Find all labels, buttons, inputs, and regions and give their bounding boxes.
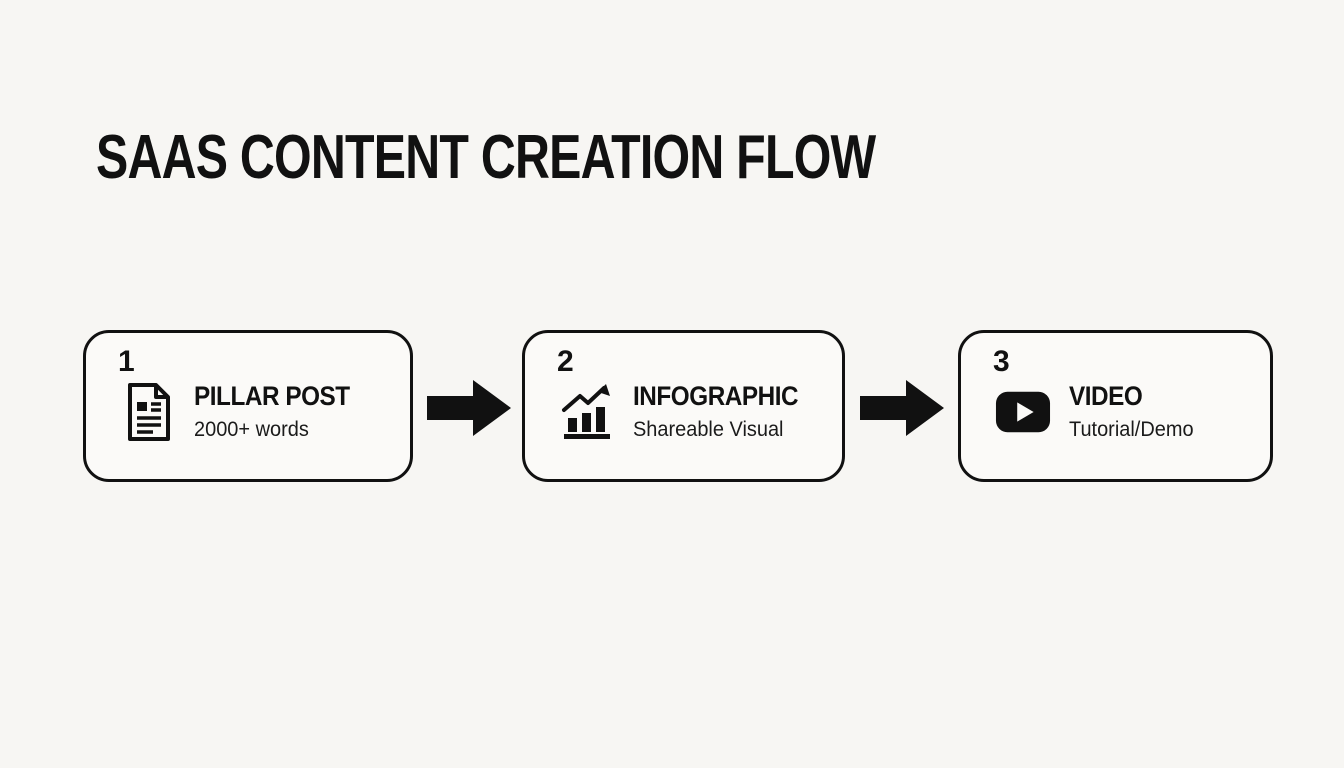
step-label: VIDEO bbox=[1069, 381, 1143, 411]
video-play-icon bbox=[995, 382, 1051, 442]
page-title-text: SAAS CONTENT CREATION FLOW bbox=[96, 123, 876, 192]
bar-chart-growth-icon bbox=[559, 382, 615, 442]
step-label: PILLAR POST bbox=[194, 381, 350, 411]
document-icon bbox=[120, 382, 176, 442]
step-body: INFOGRAPHIC Shareable Visual bbox=[559, 381, 832, 442]
flow-arrow-icon bbox=[860, 378, 944, 438]
step-card-video: 3 VIDEO Tutorial/Demo bbox=[958, 330, 1273, 482]
flow-arrow-icon bbox=[427, 378, 511, 438]
step-text: PILLAR POST 2000+ words bbox=[194, 381, 367, 442]
step-card-infographic: 2 INFOGRAPHIC Shareable Visual bbox=[522, 330, 845, 482]
step-body: PILLAR POST 2000+ words bbox=[120, 381, 400, 442]
page-title: SAAS CONTENT CREATION FLOW bbox=[96, 122, 1095, 193]
step-sublabel: Shareable Visual bbox=[633, 418, 784, 441]
step-body: VIDEO Tutorial/Demo bbox=[995, 381, 1260, 442]
step-number: 1 bbox=[118, 345, 135, 378]
step-sublabel: 2000+ words bbox=[194, 418, 309, 441]
step-number: 3 bbox=[993, 345, 1010, 378]
step-text: VIDEO Tutorial/Demo bbox=[1069, 381, 1200, 442]
step-card-pillar-post: 1 PILLAR POST 2000+ words bbox=[83, 330, 413, 482]
step-number: 2 bbox=[557, 345, 574, 378]
step-sublabel: Tutorial/Demo bbox=[1069, 418, 1194, 441]
step-label: INFOGRAPHIC bbox=[633, 381, 799, 411]
step-text: INFOGRAPHIC Shareable Visual bbox=[633, 381, 817, 442]
